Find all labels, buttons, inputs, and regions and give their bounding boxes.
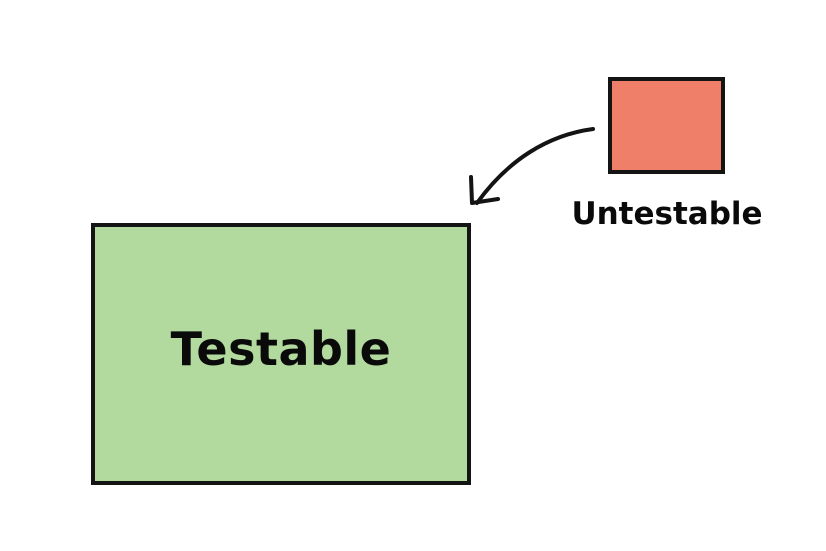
- untestable-box: [608, 77, 725, 174]
- curved-arrow-icon: [469, 127, 595, 205]
- testable-box: Testable: [91, 223, 471, 485]
- untestable-label: Untestable: [571, 196, 763, 232]
- arrow-head: [469, 175, 500, 205]
- testable-label: Testable: [170, 322, 392, 376]
- arrow-shaft: [475, 127, 595, 205]
